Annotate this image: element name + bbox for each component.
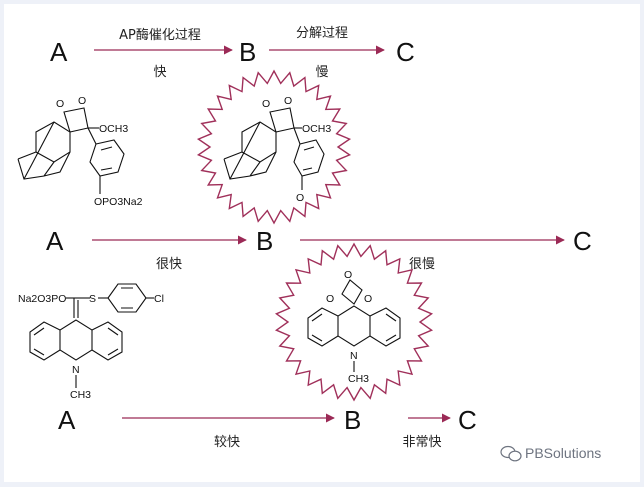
burst1-o2: O <box>284 95 292 107</box>
row1-label-bc-bottom: 慢 <box>315 64 328 80</box>
burst2-o-carbonyl: O <box>326 293 334 305</box>
row3-label-c: C <box>458 405 477 435</box>
burst1-o1: O <box>262 98 270 110</box>
acridan-cl: Cl <box>154 293 164 305</box>
row1-label-a: A <box>50 37 68 67</box>
row3-label-b: B <box>344 405 361 435</box>
acridan-s: S <box>89 293 96 305</box>
row3-label-bc: 非常快 <box>402 435 441 450</box>
row1-label-bc-top: 分解过程 <box>296 26 348 41</box>
watermark: PBSolutions <box>500 445 601 462</box>
row1-label-ab-bottom: 快 <box>153 65 166 80</box>
row2-label-c: C <box>573 226 592 256</box>
burst1-o-minus: O <box>296 192 304 204</box>
amppd-opo3na2: OPO3Na2 <box>94 196 143 208</box>
amppd-och3: OCH3 <box>99 123 128 135</box>
row1-label-ab-top: AP酶催化过程 <box>119 27 201 43</box>
burst2-ch3: CH3 <box>348 373 369 385</box>
reaction-diagram: A AP酶催化过程 快 B 分解过程 慢 C O O OCH3 OPO3Na2 … <box>17 26 601 462</box>
burst2-o2: O <box>364 293 372 305</box>
structure-acridan-phosphate: Na2O3PO S Cl N CH3 <box>18 283 164 401</box>
wechat-icon <box>500 445 522 462</box>
row2-label-b: B <box>256 226 273 256</box>
burst1-och3: OCH3 <box>302 123 331 135</box>
acridan-na2o3po: Na2O3PO <box>18 293 66 305</box>
row2-label-a: A <box>46 226 64 256</box>
burst-intermediate-2: O O O N CH3 <box>274 242 434 402</box>
burst2-n: N <box>350 350 358 362</box>
watermark-text: PBSolutions <box>525 445 601 461</box>
row3-label-a: A <box>58 405 76 435</box>
row3-label-ab: 较快 <box>214 435 240 450</box>
row2-label-ab: 很快 <box>156 257 182 272</box>
acridan-n: N <box>72 364 80 376</box>
diagram-canvas: A AP酶催化过程 快 B 分解过程 慢 C O O OCH3 OPO3Na2 … <box>4 4 640 482</box>
row1-label-b: B <box>239 37 256 67</box>
row1-label-c: C <box>396 37 415 67</box>
structure-amppd: O O OCH3 OPO3Na2 <box>17 95 143 208</box>
amppd-o1: O <box>56 98 64 110</box>
amppd-o2: O <box>78 95 86 107</box>
acridan-ch3: CH3 <box>70 389 91 401</box>
burst-intermediate-1: O O OCH3 O <box>196 69 352 225</box>
burst2-o1: O <box>344 269 352 281</box>
row2-label-bc: 很慢 <box>409 256 435 272</box>
